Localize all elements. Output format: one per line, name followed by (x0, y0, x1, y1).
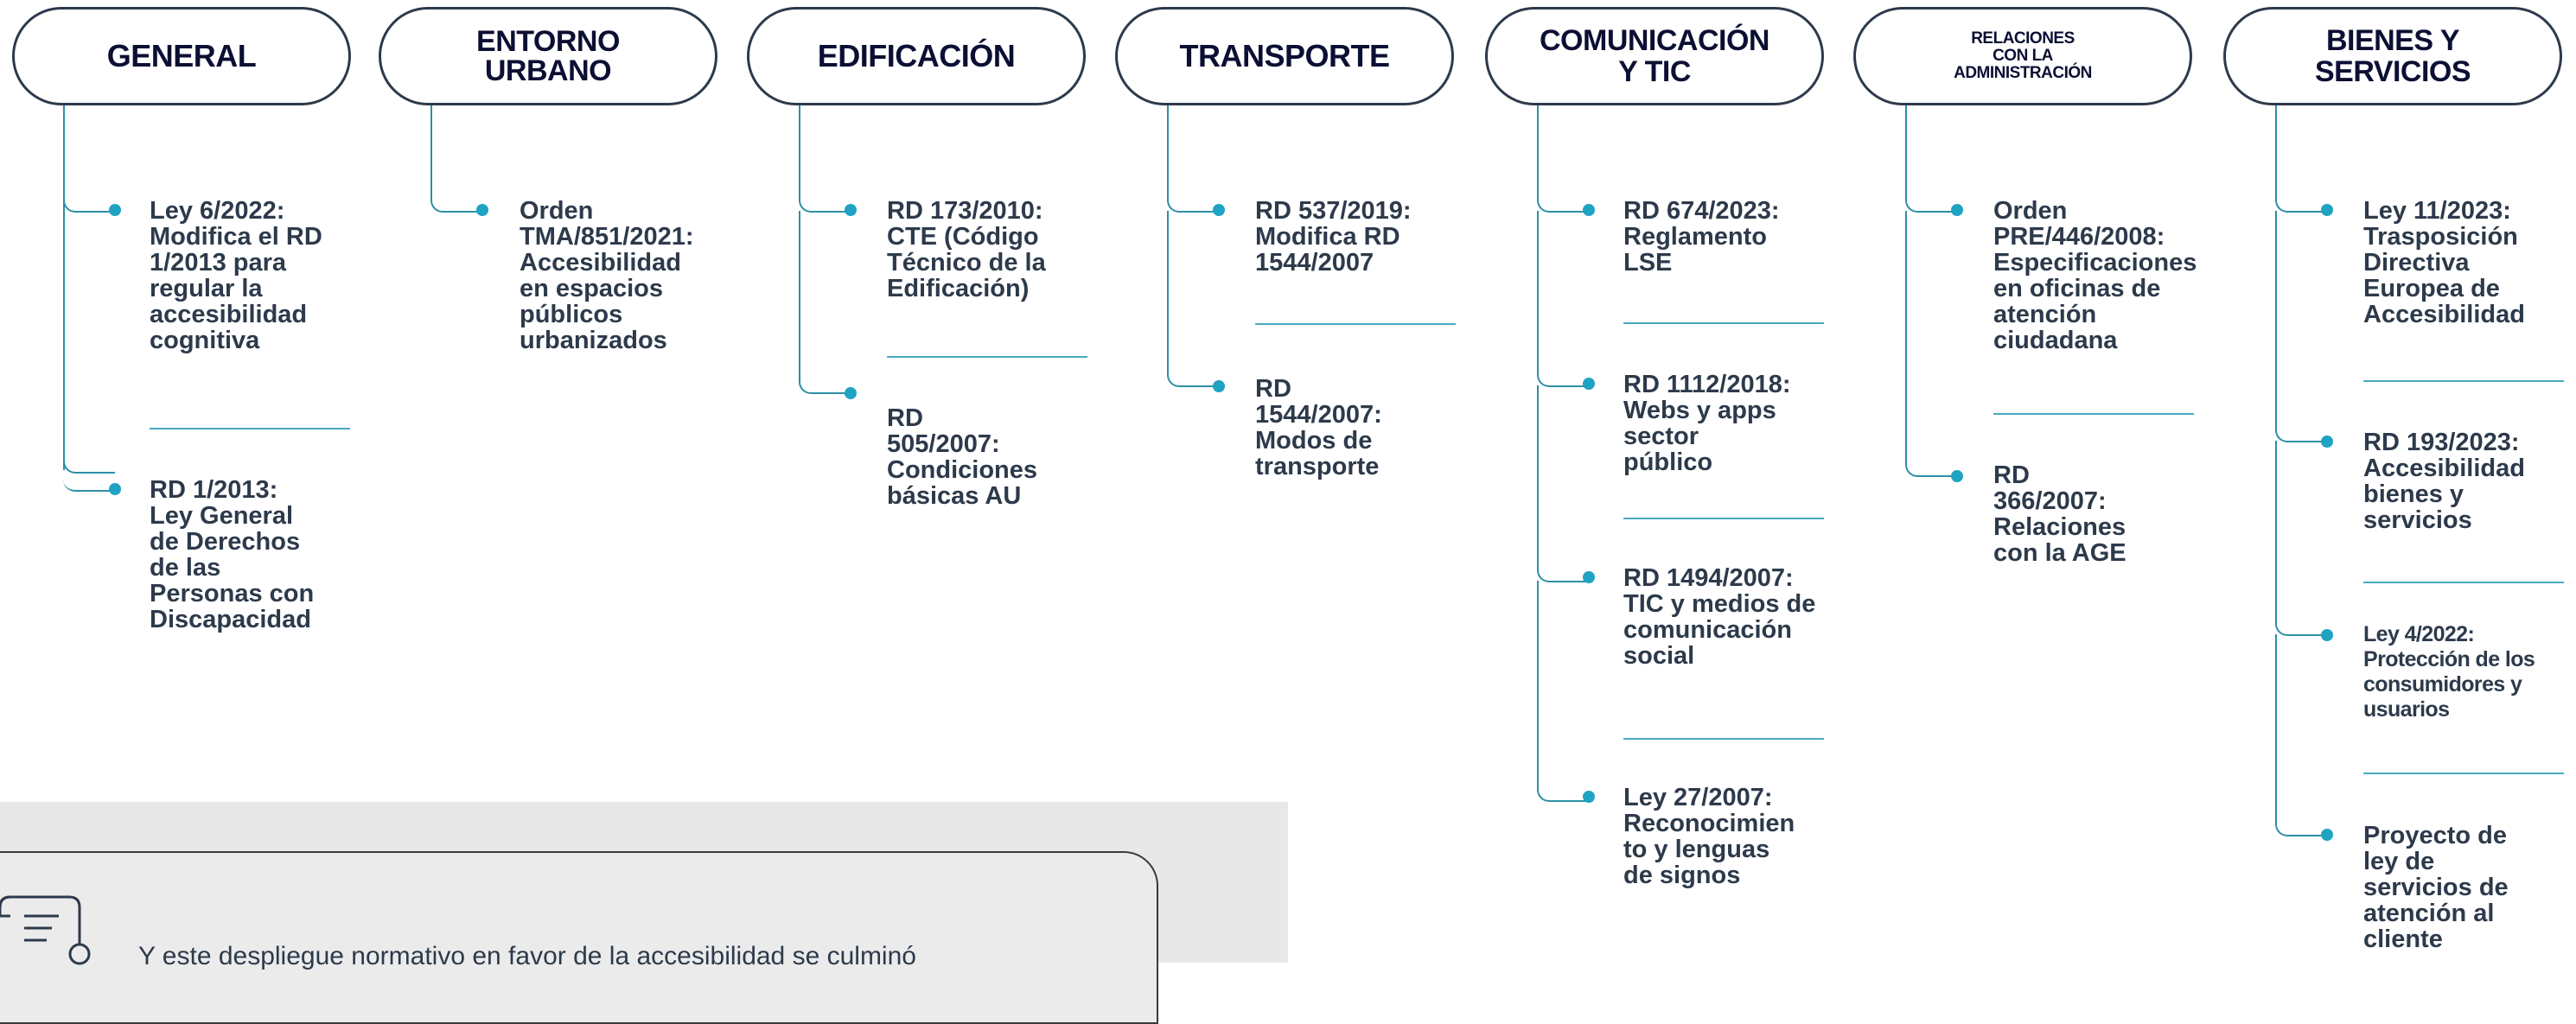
connector-line (1537, 105, 1539, 192)
document-icon (0, 895, 91, 965)
separator (1623, 518, 1824, 519)
category-title: TRANSPORTE (1179, 38, 1390, 73)
category-comunicacion-tic: COMUNICACIÓN Y TIC (1485, 7, 1824, 105)
connector-branch (1167, 211, 1219, 387)
connector-branch (430, 192, 482, 213)
law-item: Ley 11/2023: Trasposición Directiva Euro… (2363, 197, 2525, 328)
bullet-dot (1213, 380, 1225, 392)
law-item: RD 366/2007: Relaciones con la AGE (1993, 461, 2126, 567)
connector-branch (2275, 211, 2327, 442)
category-relaciones-administracion: RELACIONES CON LA ADMINISTRACIÓN (1853, 7, 2192, 105)
bullet-dot (2321, 829, 2333, 841)
connector-branch (63, 192, 115, 213)
bullet-dot (845, 387, 857, 399)
connector-line (799, 105, 800, 192)
category-title: RELACIONES CON LA ADMINISTRACIÓN (1954, 29, 2092, 82)
category-bienes-servicios: BIENES Y SERVICIOS (2223, 7, 2562, 105)
separator (2363, 773, 2564, 774)
law-item: RD 537/2019: Modifica RD 1544/2007 (1255, 197, 1412, 277)
connector-branch (1905, 211, 1957, 477)
connector-branch (799, 192, 851, 213)
connector-branch (2275, 441, 2327, 636)
connector-line (63, 105, 65, 470)
separator (1623, 322, 1824, 324)
connector-branch (1167, 192, 1219, 213)
connector-branch (1537, 192, 1589, 213)
bullet-dot (1583, 571, 1595, 583)
bullet-dot (1583, 791, 1595, 803)
category-edificacion: EDIFICACIÓN (747, 7, 1086, 105)
separator (1623, 738, 1824, 740)
connector-branch (1537, 385, 1589, 582)
connector-line (1905, 105, 1907, 192)
category-transporte: TRANSPORTE (1115, 7, 1454, 105)
connector-branch (1537, 581, 1589, 802)
law-item: Proyecto de ley de servicios de atención… (2363, 822, 2509, 953)
category-entorno-urbano: ENTORNO URBANO (379, 7, 717, 105)
law-item: RD 1/2013: Ley General de Derechos de la… (150, 476, 315, 633)
separator (150, 428, 350, 429)
law-item: RD 173/2010: CTE (Código Técnico de la E… (887, 197, 1046, 302)
separator (1255, 323, 1456, 325)
bullet-dot (109, 204, 121, 216)
connector-branch (2275, 192, 2327, 213)
law-item: RD 505/2007: Condiciones básicas AU (887, 404, 1038, 510)
note-panel (0, 851, 1158, 1024)
connector-branch (1905, 192, 1957, 213)
law-item: Ley 4/2022: Protección de los consumidor… (2363, 622, 2535, 722)
law-item: Orden TMA/851/2021: Accesibilidad en esp… (520, 197, 694, 354)
law-item: RD 1494/2007: TIC y medios de comunicaci… (1623, 564, 1816, 670)
separator (1993, 413, 2194, 415)
note-text: Y este despliegue normativo en favor de … (138, 942, 916, 970)
connector-line (1167, 105, 1169, 192)
connector-line (430, 105, 432, 192)
law-item: RD 1544/2007: Modos de transporte (1255, 375, 1382, 480)
law-item: Ley 6/2022: Modifica el RD 1/2013 para r… (150, 197, 322, 354)
law-item: Ley 27/2007: Reconocimien to y lenguas d… (1623, 784, 1795, 889)
separator (2363, 582, 2564, 583)
separator (887, 356, 1087, 358)
law-item: Orden PRE/446/2008: Especificaciones en … (1993, 197, 2197, 354)
connector-branch (63, 471, 113, 492)
connector-branch (2275, 634, 2327, 836)
bullet-dot (109, 483, 121, 495)
law-item: RD 674/2023: Reglamento LSE (1623, 197, 1780, 277)
connector-line (2275, 105, 2277, 192)
category-title: COMUNICACIÓN Y TIC (1540, 24, 1769, 88)
law-item: RD 1112/2018: Webs y apps sector público (1623, 371, 1791, 476)
connector-branch (63, 453, 115, 474)
bullet-dot (1951, 470, 1963, 482)
separator (2363, 380, 2564, 382)
connector-branch (799, 211, 851, 394)
category-title: EDIFICACIÓN (817, 38, 1016, 73)
category-general: GENERAL (12, 7, 351, 105)
law-item: RD 193/2023: Accesibilidad bienes y serv… (2363, 429, 2525, 534)
bullet-dot (476, 204, 488, 216)
category-title: GENERAL (106, 38, 257, 73)
category-title: ENTORNO URBANO (476, 25, 620, 87)
category-title: BIENES Y SERVICIOS (2314, 24, 2471, 88)
connector-branch (1537, 211, 1589, 387)
